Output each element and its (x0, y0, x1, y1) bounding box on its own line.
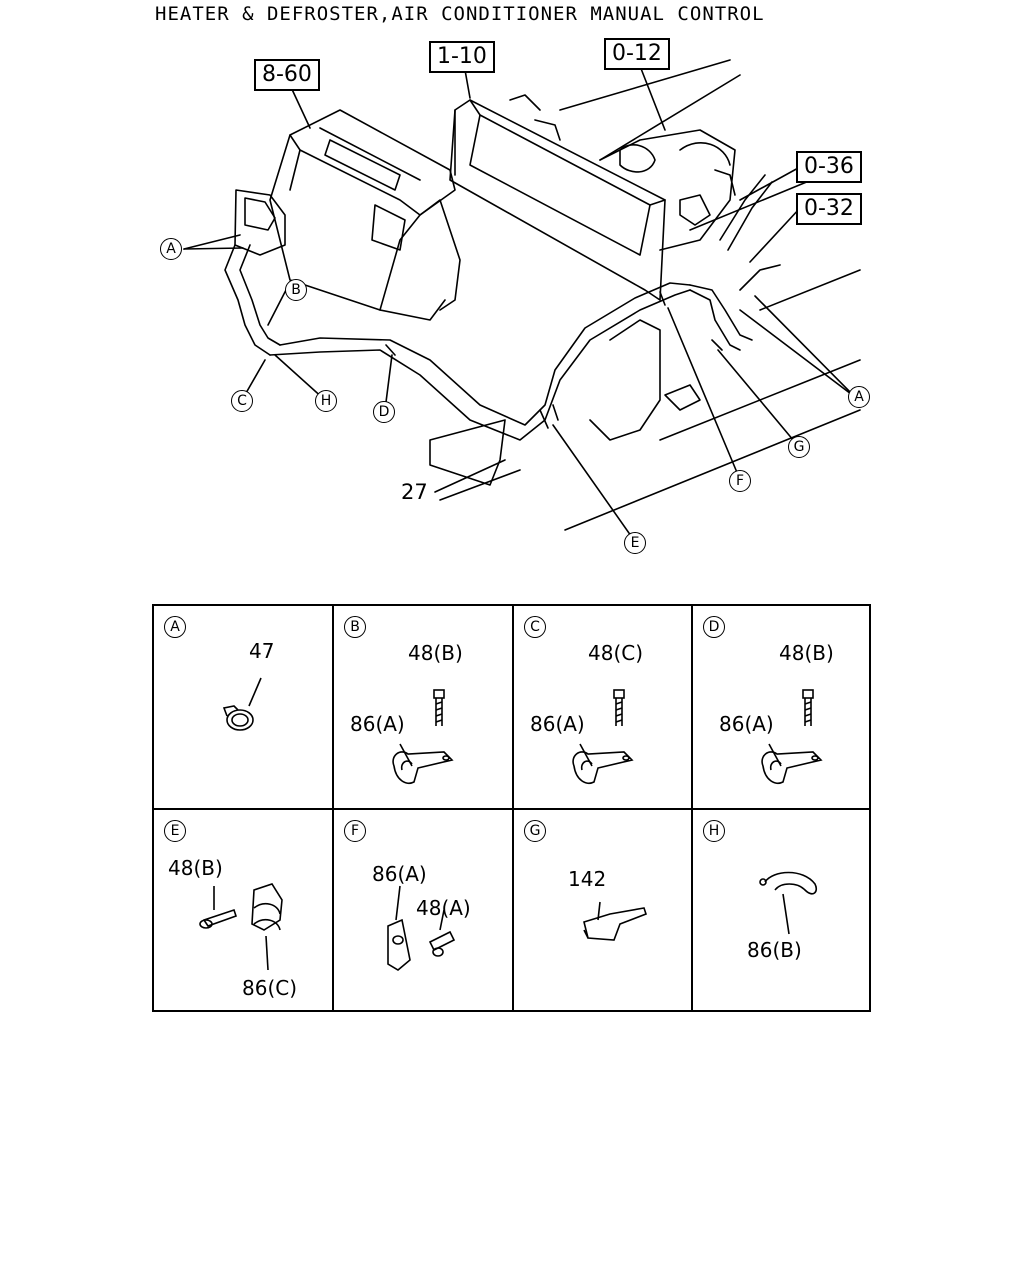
part-label: 86(A) (530, 712, 585, 736)
detail-cell-c: C 48(C) 86(A) (514, 606, 694, 810)
bracket-and-bolt-icon (199, 883, 283, 971)
cell-letter: E (164, 820, 186, 842)
callout-a-left: A (160, 238, 182, 260)
ref-box-8-60: 8-60 (254, 59, 320, 91)
cell-letter: H (703, 820, 725, 842)
diagram-title: HEATER & DEFROSTER,AIR CONDITIONER MANUA… (155, 3, 765, 25)
detail-cell-h: H 86(B) (693, 810, 873, 1014)
cell-letter: F (344, 820, 366, 842)
part-label: 86(A) (372, 862, 427, 886)
hose-clamp-icon (222, 677, 262, 731)
detail-cell-d: D 48(B) 86(A) (693, 606, 873, 810)
clip-and-bolt-icon (387, 885, 456, 971)
insulator-icon (583, 901, 648, 941)
detail-cell-a: A 47 (154, 606, 334, 810)
callout-h: H (315, 390, 337, 412)
cell-letter: A (164, 616, 186, 638)
part-label: 86(A) (350, 712, 405, 736)
part-number-27: 27 (401, 480, 428, 504)
clip-and-bolt-icon (761, 689, 823, 784)
ref-box-0-32: 0-32 (796, 193, 862, 225)
part-label: 47 (249, 639, 275, 663)
clip-and-bolt-icon (392, 689, 454, 784)
part-label: 86(C) (242, 976, 298, 1000)
cell-letter: D (703, 616, 725, 638)
cable-tie-icon (759, 871, 818, 935)
callout-d: D (373, 401, 395, 423)
part-label: 48(B) (168, 856, 223, 880)
callout-f: F (729, 470, 751, 492)
detail-cell-g: G 142 (514, 810, 694, 1014)
part-label: 86(A) (719, 712, 774, 736)
ref-box-1-10: 1-10 (429, 41, 495, 73)
assembly-illustration (183, 59, 861, 544)
callout-e: E (624, 532, 646, 554)
part-label: 142 (568, 867, 607, 891)
callout-a-right: A (848, 386, 870, 408)
part-label: 48(B) (779, 641, 834, 665)
detail-cell-b: B 48(B) 86(A) (334, 606, 514, 810)
cell-letter: C (524, 616, 546, 638)
detail-grid: A 47 B 48(B) 86(A) (152, 604, 871, 1012)
detail-cell-f: F 86(A) 48(A) (334, 810, 514, 1014)
detail-cell-e: E 48(B) 86(C) (154, 810, 334, 1014)
cell-letter: G (524, 820, 546, 842)
ref-box-0-36: 0-36 (796, 151, 862, 183)
callout-g: G (788, 436, 810, 458)
clip-and-bolt-icon (572, 689, 634, 784)
grid-divider (154, 808, 869, 810)
part-label: 48(B) (408, 641, 463, 665)
cell-letter: B (344, 616, 366, 638)
part-label: 86(B) (747, 938, 802, 962)
callout-b: B (285, 279, 307, 301)
ref-box-0-12: 0-12 (604, 38, 670, 70)
part-label: 48(C) (588, 641, 644, 665)
callout-c: C (231, 390, 253, 412)
